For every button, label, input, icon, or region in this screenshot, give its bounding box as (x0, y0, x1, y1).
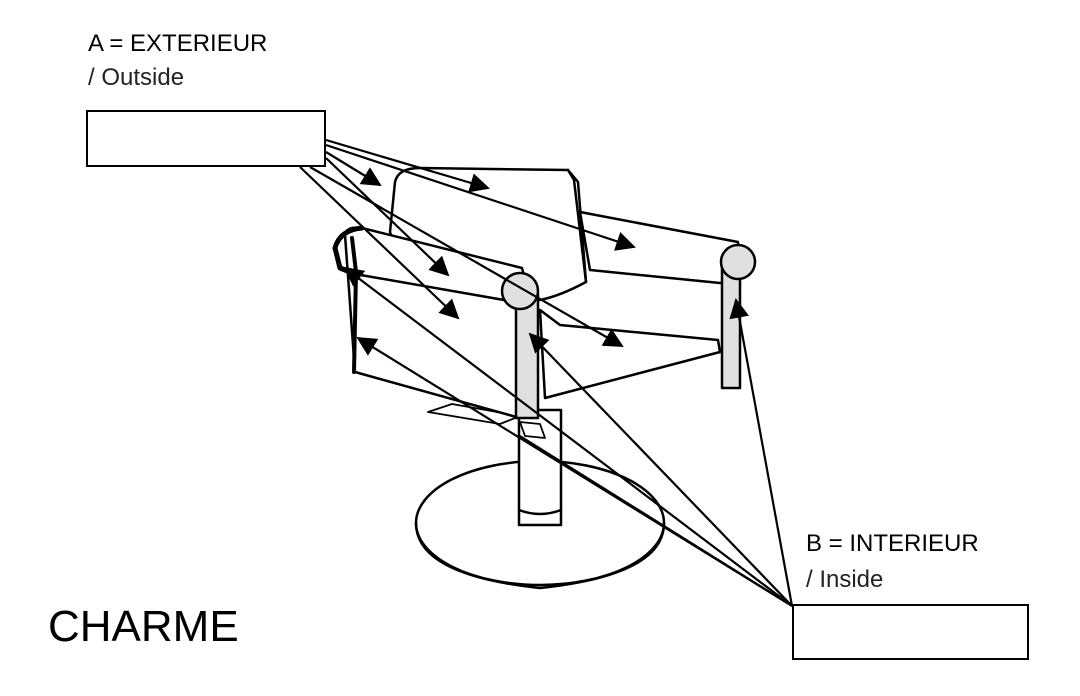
exterior-label: A = EXTERIEUR (88, 30, 268, 57)
exterior-callout-lines (299, 138, 636, 347)
exterior-box (86, 110, 326, 167)
interior-callout-lines (343, 266, 794, 607)
exterior-label-english: / Outside (88, 64, 185, 91)
product-name: CHARME (48, 602, 239, 651)
chair-seat (538, 308, 722, 400)
interior-label-english: / Inside (806, 566, 884, 593)
left-armrest (332, 225, 540, 420)
interior-box (792, 604, 1029, 660)
interior-label: B = INTERIEUR (806, 530, 979, 557)
right-armrest (578, 210, 757, 390)
foot-pedal (427, 403, 546, 439)
